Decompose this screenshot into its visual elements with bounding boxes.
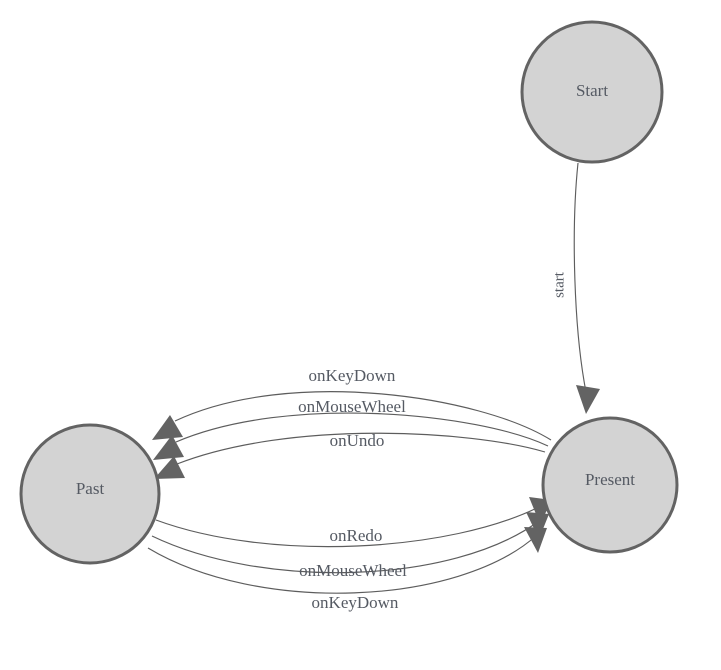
edge-label-onmousewheel-upper: onMouseWheel	[298, 397, 406, 416]
arrowhead-past-onmousewheel	[153, 435, 184, 460]
edge-label-onmousewheel-lower: onMouseWheel	[299, 561, 407, 580]
node-past-label: Past	[76, 479, 105, 498]
node-past[interactable]: Past	[19, 423, 161, 565]
edge-start-to-present[interactable]	[573, 162, 600, 414]
edge-line-onundo	[176, 432, 546, 465]
node-start-circle	[520, 20, 664, 164]
edge-label-onredo: onRedo	[330, 526, 383, 545]
edge-line-onredo	[155, 505, 542, 548]
edge-line-onkeydown-down	[147, 534, 538, 594]
edge-line-onkeydown-up	[174, 391, 552, 441]
arrowhead-present-onkeydown	[524, 527, 547, 553]
node-present-label: Present	[585, 470, 635, 489]
node-present[interactable]: Present	[541, 416, 679, 554]
node-past-circle	[19, 423, 161, 565]
edge-past-to-present-onmousewheel[interactable]	[151, 512, 549, 574]
edge-past-to-present-onkeydown[interactable]	[147, 527, 547, 594]
arrowhead-present-start	[576, 385, 600, 414]
edge-line-onmousewheel-up	[175, 412, 549, 447]
arrowhead-past-onundo	[154, 456, 185, 479]
edge-present-to-past-onmousewheel[interactable]	[153, 412, 549, 460]
node-start[interactable]: Start	[520, 20, 664, 164]
arrowhead-past-onkeydown	[152, 415, 183, 440]
arrowhead-present-onmousewheel	[526, 512, 549, 539]
edge-label-onkeydown-lower: onKeyDown	[312, 593, 399, 612]
edge-start-line	[573, 162, 587, 393]
edge-label-start: start	[551, 271, 567, 298]
edge-line-onmousewheel-down	[151, 520, 540, 574]
edge-label-onkeydown-upper: onKeyDown	[309, 366, 396, 385]
node-present-circle	[541, 416, 679, 554]
node-start-label: Start	[576, 81, 608, 100]
edge-present-to-past-onkeydown[interactable]	[152, 391, 552, 441]
edge-present-to-past-onundo[interactable]	[154, 432, 546, 479]
edge-label-onundo: onUndo	[330, 431, 385, 450]
